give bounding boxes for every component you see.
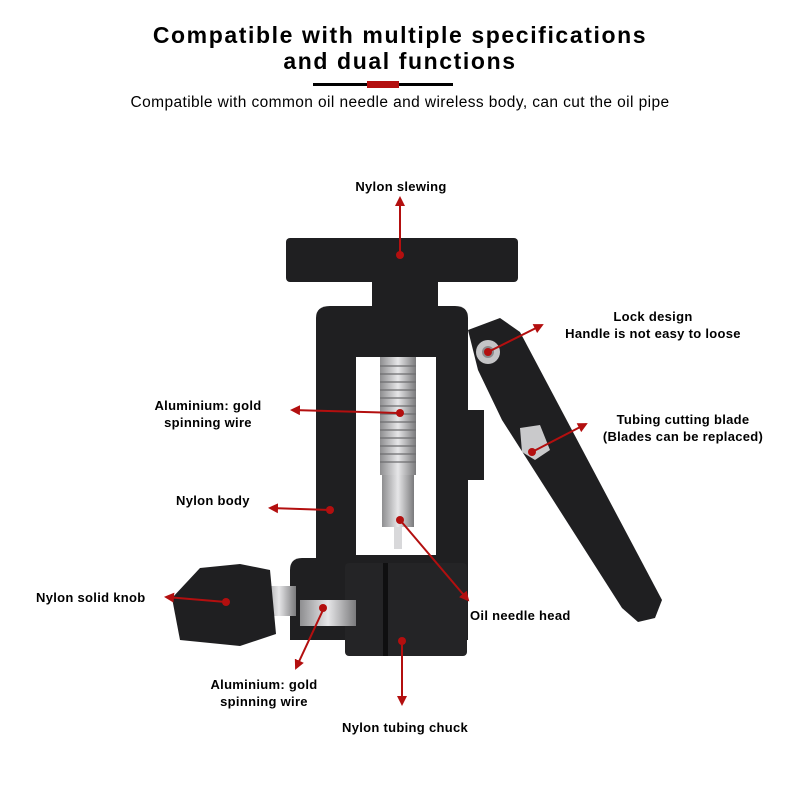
callout-oil-needle-head: Oil needle head [470,608,571,623]
headline-line-2: and dual functions [283,48,517,74]
callout-cutting-blade: Tubing cutting blade (Blades can be repl… [602,412,764,444]
blade [520,425,550,460]
lower-screw [300,600,356,626]
callout-nylon-body: Nylon body [176,493,250,508]
cutting-handle [468,318,662,622]
callout-lock-design: Lock design Handle is not easy to loose [565,309,741,341]
callout-aluminium-bottom: Aluminium: gold spinning wire [210,677,318,709]
divider-accent [367,81,399,88]
oil-needle [394,527,402,549]
solid-knob [172,564,296,646]
callout-solid-knob: Nylon solid knob [36,590,146,605]
headline-line-1: Compatible with multiple specifications [152,22,648,48]
tubing-chuck [290,558,467,656]
headline-divider [313,81,453,88]
callout-dots [222,251,536,645]
callout-arrows [164,196,588,706]
callout-tubing-chuck: Nylon tubing chuck [342,720,469,735]
nylon-slewing-knob [286,238,518,308]
callout-nylon-slewing: Nylon slewing [355,179,447,194]
subtitle: Compatible with common oil needle and wi… [130,94,670,111]
callout-aluminium-top: Aluminium: gold spinning wire [154,398,262,430]
